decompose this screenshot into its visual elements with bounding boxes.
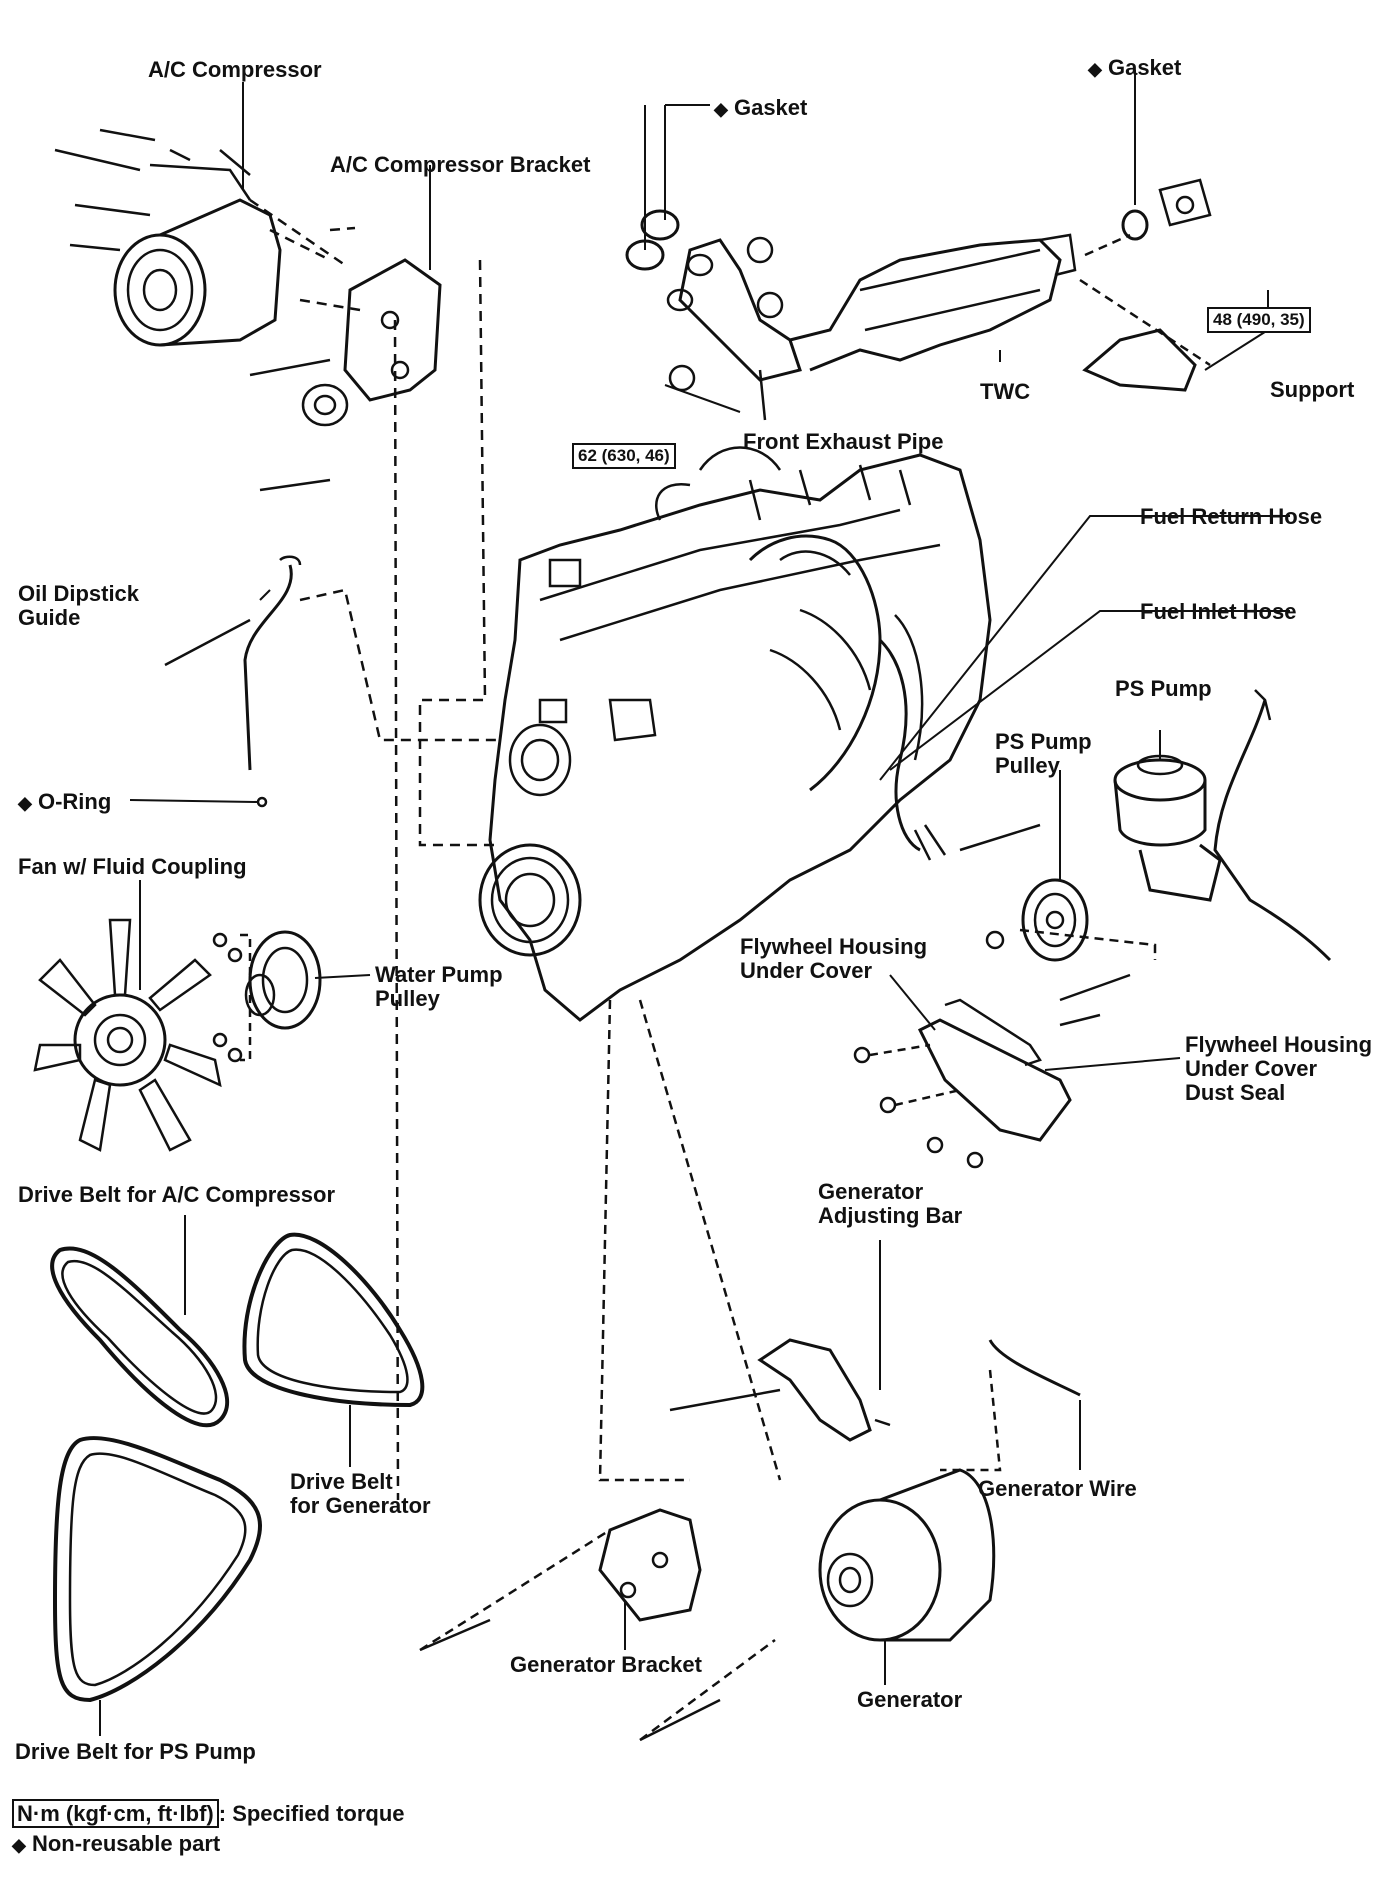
label-front-exhaust-pipe: Front Exhaust Pipe <box>743 429 944 454</box>
label-ps-pump-pulley-2: Pulley <box>995 753 1060 778</box>
gasket-text: Gasket <box>1107 55 1182 80</box>
label-water-pump-pulley-1: Water Pump <box>375 962 503 987</box>
leader-lines <box>99 70 1290 1736</box>
label-generator-wire: Generator Wire <box>978 1476 1137 1501</box>
label-flywheel-seal-2: Under Cover <box>1185 1056 1318 1081</box>
torque-twc-flange: 48 (490, 35) <box>1207 307 1311 333</box>
legend-torque-text: : Specified torque <box>218 1801 405 1826</box>
gasket-text: Gasket <box>733 95 808 120</box>
label-belt-gen-1: Drive Belt <box>290 1469 393 1494</box>
label-gasket-left: ◆ Gasket <box>714 96 807 121</box>
label-gasket-right: ◆ Gasket <box>1088 56 1181 81</box>
label-oil-dipstick-guide-2: Guide <box>18 605 81 630</box>
ac-compressor-drawing <box>54 128 346 347</box>
label-support: Support <box>1270 377 1355 402</box>
label-generator-bracket: Generator Bracket <box>510 1652 702 1677</box>
label-generator: Generator <box>857 1687 963 1712</box>
label-fan: Fan w/ Fluid Coupling <box>18 854 247 879</box>
label-ps-pump: PS Pump <box>1115 676 1212 701</box>
label-belt-ps: Drive Belt for PS Pump <box>15 1739 256 1764</box>
label-flywheel-cover-1: Flywheel Housing <box>740 934 928 959</box>
legend-nonreusable: ◆ Non-reusable part <box>12 1832 220 1857</box>
label-flywheel-cover-2: Under Cover <box>740 958 873 983</box>
nonreusable-icon: ◆ <box>1088 59 1102 79</box>
label-fuel-inlet-hose: Fuel Inlet Hose <box>1140 599 1297 624</box>
legend-nonreusable-text: Non-reusable part <box>31 1831 221 1856</box>
label-ps-pump-pulley-1: PS Pump <box>995 729 1092 754</box>
dipstick-guide-drawing <box>164 555 500 808</box>
fan-drawing <box>33 918 222 1152</box>
nonreusable-icon: ◆ <box>12 1835 26 1855</box>
ac-bracket-drawing <box>249 226 500 1501</box>
flywheel-cover-drawing <box>853 998 1072 1169</box>
label-fuel-return-hose: Fuel Return Hose <box>1140 504 1323 529</box>
label-o-ring: ◆ O-Ring <box>18 790 111 815</box>
engine-assembly <box>478 446 992 1022</box>
exhaust-twc-drawing <box>625 178 1212 421</box>
label-gen-adj-bar-2: Adjusting Bar <box>818 1203 963 1228</box>
label-twc: TWC <box>980 379 1031 404</box>
generator-drawing <box>419 999 1081 1742</box>
legend-torque-box: N·m (kgf·cm, ft·lbf) <box>12 1799 219 1828</box>
nonreusable-icon: ◆ <box>714 99 728 119</box>
legend-torque: N·m (kgf·cm, ft·lbf): Specified torque <box>12 1799 405 1828</box>
label-oil-dipstick-guide-1: Oil Dipstick <box>18 581 140 606</box>
o-ring-text: O-Ring <box>37 789 112 814</box>
torque-exhaust-pipe: 62 (630, 46) <box>572 443 676 469</box>
label-belt-ac: Drive Belt for A/C Compressor <box>18 1182 336 1207</box>
label-flywheel-seal-3: Dust Seal <box>1185 1080 1286 1105</box>
label-flywheel-seal-1: Flywheel Housing <box>1185 1032 1373 1057</box>
label-gen-adj-bar-1: Generator <box>818 1179 924 1204</box>
label-belt-gen-2: for Generator <box>290 1493 431 1518</box>
nonreusable-icon: ◆ <box>18 793 32 813</box>
water-pump-pulley-drawing <box>212 930 322 1063</box>
label-ac-compressor-bracket: A/C Compressor Bracket <box>330 152 591 177</box>
drive-belts-drawing <box>50 1232 425 1703</box>
ps-pump-drawing <box>959 689 1332 1027</box>
label-ac-compressor: A/C Compressor <box>148 57 322 82</box>
label-water-pump-pulley-2: Pulley <box>375 986 440 1011</box>
